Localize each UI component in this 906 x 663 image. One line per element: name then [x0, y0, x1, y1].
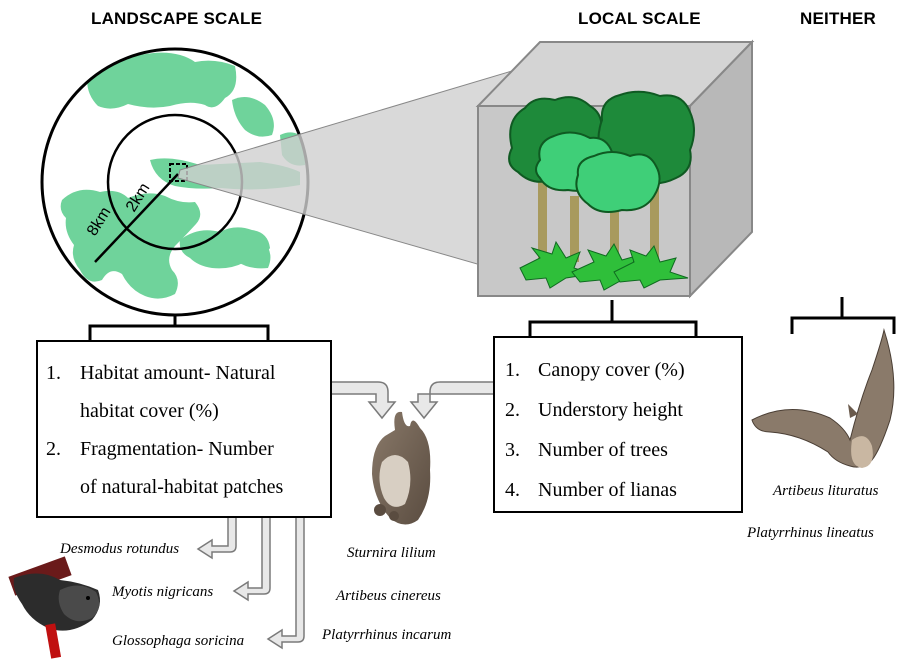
landscape-bracket — [90, 315, 268, 340]
arrow-local-to-center — [411, 382, 494, 418]
local-variables-box: 1.Canopy cover (%) 2.Understory height 3… — [493, 336, 743, 513]
species-glossophaga-soricina: Glossophaga soricina — [112, 633, 244, 650]
species-platyrrhinus-lineatus: Platyrrhinus lineatus — [747, 525, 874, 542]
species-artibeus-lituratus: Artibeus lituratus — [773, 483, 878, 500]
habitat-patch — [87, 53, 236, 109]
local-item-2: 2.Understory height — [505, 390, 733, 430]
neither-bracket — [792, 297, 894, 334]
forest-cube — [478, 42, 752, 296]
bottom-left-bat-photo — [8, 556, 100, 658]
tree-canopy — [576, 152, 659, 212]
tree-trunk — [570, 196, 579, 262]
species-myotis-nigricans: Myotis nigricans — [112, 584, 213, 601]
species-platyrrhinus-incarum: Platyrrhinus incarum — [322, 627, 451, 644]
tree-trunk — [538, 178, 547, 260]
arrow-to-myotis — [234, 517, 270, 600]
local-bracket — [530, 300, 696, 336]
habitat-patch — [232, 97, 274, 137]
species-artibeus-cinereus: Artibeus cinereus — [336, 588, 441, 605]
center-bat-photo — [372, 412, 430, 525]
local-item-1: 1.Canopy cover (%) — [505, 350, 733, 390]
local-item-4: 4.Number of lianas — [505, 470, 733, 510]
local-item-3: 3.Number of trees — [505, 430, 733, 470]
species-sturnira-lilium: Sturnira lilium — [347, 545, 436, 562]
arrow-to-desmodus — [198, 517, 236, 558]
right-bat-photo — [752, 330, 894, 468]
arrow-to-glossophaga — [268, 517, 304, 648]
species-desmodus-rotundus: Desmodus rotundus — [60, 541, 179, 558]
